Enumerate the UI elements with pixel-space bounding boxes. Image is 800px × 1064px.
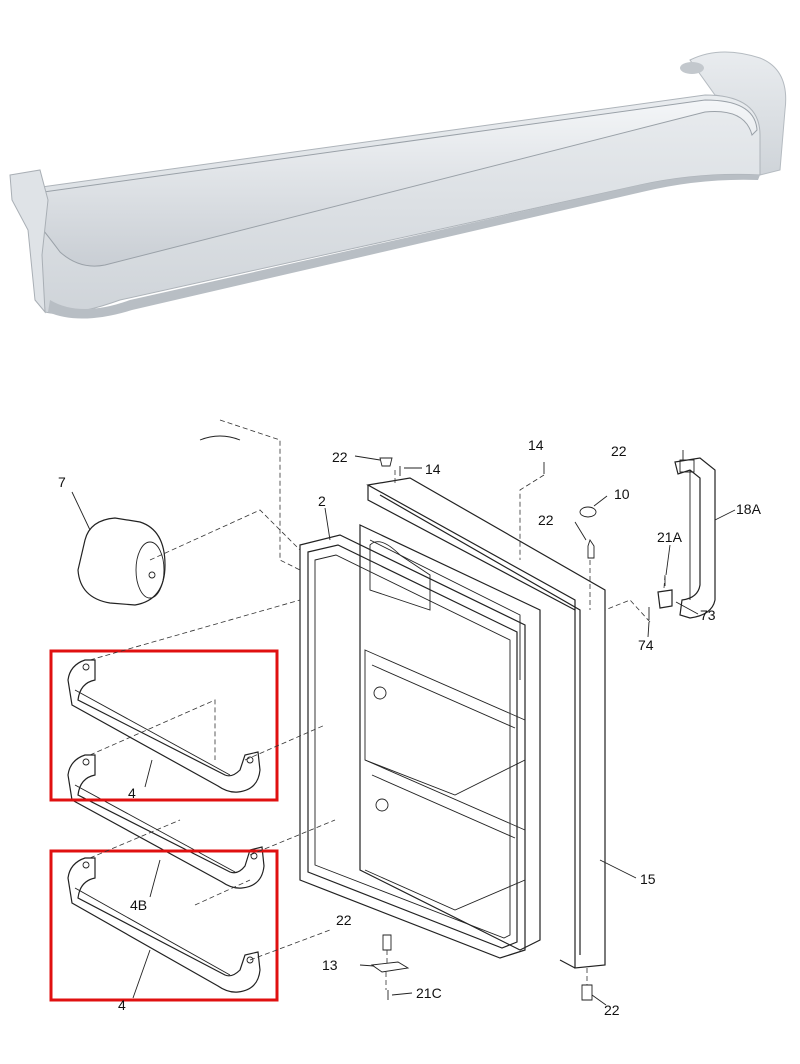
lbl-18A: 18A (736, 501, 762, 517)
lbl-13: 13 (322, 957, 338, 973)
lbl-14-top: 14 (528, 437, 544, 453)
lbl-14-top-left: 14 (425, 461, 441, 477)
callout-labels: 22 14 14 22 7 2 10 22 18A 21A 73 74 4 4B… (58, 437, 762, 1018)
part-7-container (77, 517, 166, 606)
door-bin-bar (9, 51, 787, 319)
handle-18A (674, 457, 716, 619)
door-bin-bar-middle (67, 754, 265, 889)
lbl-15: 15 (640, 871, 656, 887)
door-bin-bar-upper (67, 659, 261, 793)
lbl-4-upper: 4 (128, 785, 136, 801)
door-bin-bar-lower (67, 857, 261, 993)
lbl-21C: 21C (416, 985, 442, 1001)
lbl-22-bottom: 22 (336, 912, 352, 928)
clip-73 (657, 589, 673, 609)
lbl-4B: 4B (130, 897, 147, 913)
highlight-box-upper (49, 649, 279, 802)
assembly-lines (89, 419, 666, 990)
lbl-10: 10 (614, 486, 630, 502)
lbl-22-top-left: 22 (332, 449, 348, 465)
door-outer-panel (366, 477, 606, 969)
product-photo (9, 51, 787, 319)
door-gasket (299, 534, 526, 959)
lbl-73: 73 (700, 607, 716, 623)
lbl-22-mid: 22 (538, 512, 554, 528)
highlight-box-lower (49, 849, 279, 1002)
partial-part-outline (199, 435, 241, 441)
lbl-2: 2 (318, 493, 326, 509)
lbl-21A: 21A (657, 529, 683, 545)
leader-lines (71, 455, 736, 1006)
lbl-7: 7 (58, 474, 66, 490)
lbl-22-top-right: 22 (611, 443, 627, 459)
screws (370, 450, 684, 1001)
exploded-parts-diagram: 22 14 14 22 7 2 10 22 18A 21A 73 74 4 4B… (49, 419, 762, 1018)
lbl-74: 74 (638, 637, 654, 653)
lbl-22-bottom-right: 22 (604, 1002, 620, 1018)
lbl-4-lower: 4 (118, 997, 126, 1013)
